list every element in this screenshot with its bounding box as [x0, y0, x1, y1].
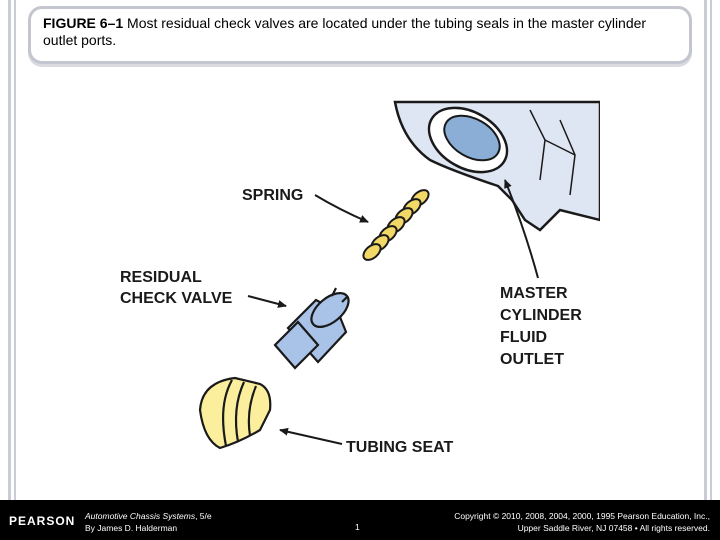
tubing-seat — [198, 376, 272, 450]
book-author: By James D. Halderman — [85, 523, 178, 533]
outlet-port — [427, 106, 509, 174]
copyright-line2: Upper Saddle River, NJ 07458 • All right… — [517, 523, 710, 533]
diagram-svg: SPRING RESIDUAL CHECK VALVE MASTER CYLIN… — [120, 100, 600, 456]
figure-number: FIGURE 6–1 — [43, 15, 124, 31]
caption-text: Most residual check valves are located u… — [43, 15, 647, 48]
label-tubing-seat: TUBING SEAT — [346, 439, 453, 456]
spring — [362, 189, 430, 261]
residual-check-valve — [273, 287, 350, 370]
check-valve-diagram: SPRING RESIDUAL CHECK VALVE MASTER CYLIN… — [120, 100, 600, 490]
pearson-logo: PEARSON — [9, 514, 76, 528]
label-residual-line1: RESIDUAL — [120, 269, 202, 286]
label-spring: SPRING — [242, 187, 303, 204]
book-edition: , 5/e — [195, 511, 212, 521]
leader-arrows — [247, 179, 539, 445]
copyright-line1: Copyright © 2010, 2008, 2004, 2000, 1995… — [454, 511, 710, 521]
copyright: Copyright © 2010, 2008, 2004, 2000, 1995… — [454, 510, 710, 534]
label-residual-line2: CHECK VALVE — [120, 290, 233, 307]
label-outlet-line4: OUTLET — [500, 351, 564, 368]
label-outlet-line3: FLUID — [500, 329, 547, 346]
book-title: Automotive Chassis Systems — [85, 511, 196, 521]
frame-right-line-inner — [710, 0, 712, 500]
label-outlet-line2: CYLINDER — [500, 307, 582, 324]
book-info: Automotive Chassis Systems, 5/e By James… — [85, 510, 212, 534]
frame-left-line — [8, 0, 11, 500]
figure-caption: FIGURE 6–1 Most residual check valves ar… — [28, 6, 692, 64]
label-outlet-line1: MASTER — [500, 285, 568, 302]
frame-right-line — [704, 0, 707, 500]
frame-left-line-inner — [14, 0, 16, 500]
slide-footer: PEARSON Automotive Chassis Systems, 5/e … — [0, 500, 720, 540]
page-number: 1 — [355, 522, 360, 532]
